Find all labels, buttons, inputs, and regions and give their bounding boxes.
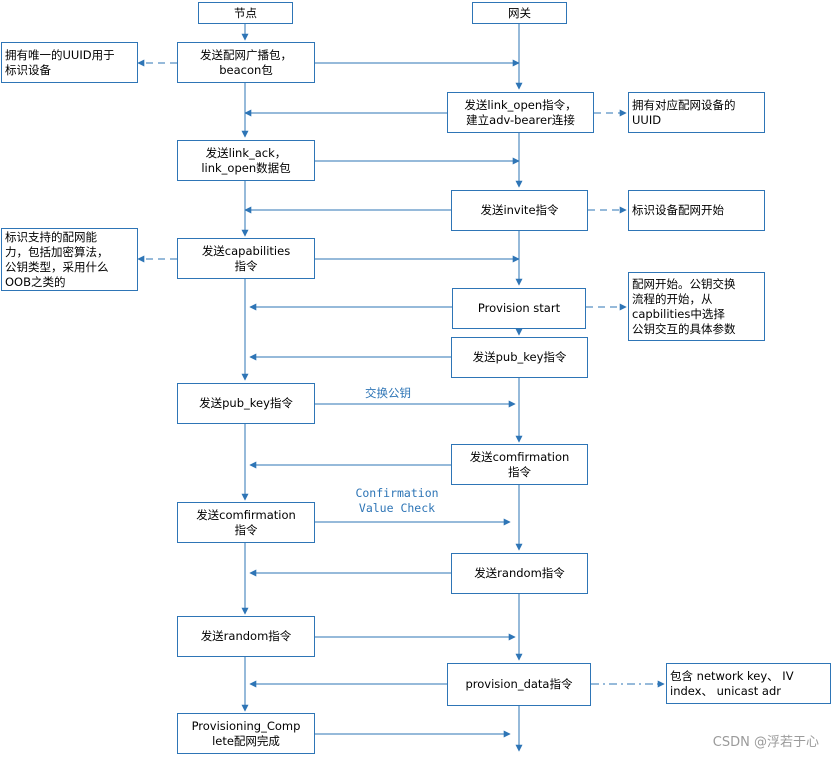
step-provision-start: Provision start xyxy=(452,288,586,329)
note-provision-data: 包含 network key、 IV index、 unicast adr xyxy=(666,663,831,704)
step-node-pub-key: 发送pub_key指令 xyxy=(177,383,315,424)
step-provisioning-complete: Provisioning_Comp lete配网完成 xyxy=(177,713,315,754)
step-gateway-confirmation: 发送comfirmation 指令 xyxy=(451,444,588,485)
note-unique-uuid: 拥有唯一的UUID用于 标识设备 xyxy=(1,42,138,83)
step-node-random: 发送random指令 xyxy=(177,616,315,657)
step-link-open: 发送link_open指令， 建立adv-bearer连接 xyxy=(447,92,594,133)
note-provision-start: 配网开始。公钥交换 流程的开始，从 capbilities中选择 公钥交互的具体… xyxy=(628,272,765,341)
note-capabilities: 标识支持的配网能 力，包括加密算法， 公钥类型，采用什么 OOB之类的 xyxy=(1,228,138,291)
step-gateway-pub-key: 发送pub_key指令 xyxy=(451,337,588,378)
note-invite-start: 标识设备配网开始 xyxy=(628,190,765,231)
step-provision-data: provision_data指令 xyxy=(447,663,591,706)
watermark: CSDN @浮若于心 xyxy=(712,735,819,750)
label-exchange-key: 交换公钥 xyxy=(365,386,411,400)
step-gateway-random: 发送random指令 xyxy=(451,553,588,594)
lane-header-node: 节点 xyxy=(198,2,293,24)
lane-header-gateway: 网关 xyxy=(472,2,567,24)
step-node-confirmation: 发送comfirmation 指令 xyxy=(177,502,315,543)
step-invite: 发送invite指令 xyxy=(451,190,588,231)
label-confirmation-check: Confirmation Value Check xyxy=(355,486,439,515)
step-capabilities: 发送capabilities 指令 xyxy=(177,238,315,279)
note-matching-uuid: 拥有对应配网设备的 UUID xyxy=(628,92,765,133)
step-broadcast-beacon: 发送配网广播包， beacon包 xyxy=(177,42,315,83)
step-link-ack: 发送link_ack， link_open数据包 xyxy=(177,140,315,181)
